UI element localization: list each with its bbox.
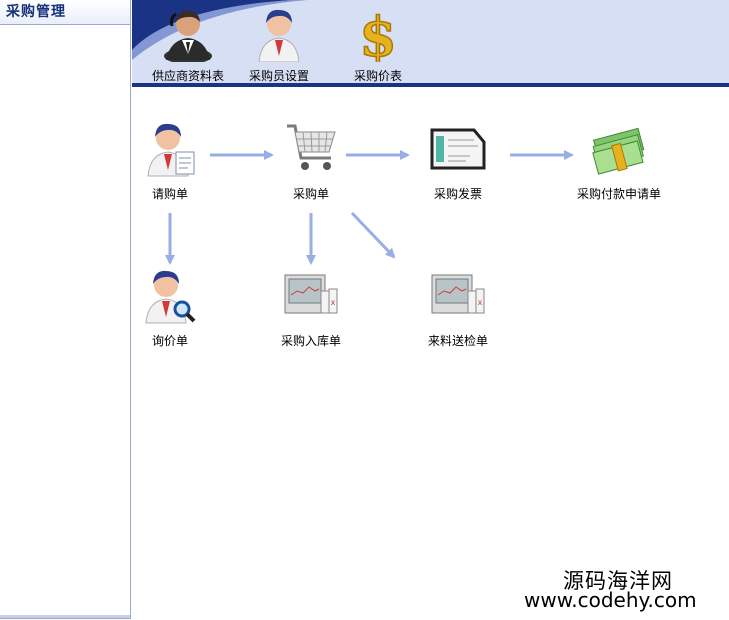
inspection-icon: x <box>431 274 485 314</box>
payment-request-node[interactable]: 采购付款申请单 <box>564 118 674 206</box>
svg-text:$: $ <box>359 6 397 62</box>
watermark-site-name: 源码海洋网 <box>563 569 673 593</box>
purchase-order-node[interactable]: 采购单 <box>256 118 366 206</box>
supplier-info-button[interactable]: 供应商资料表 <box>142 6 234 83</box>
purchase-request-label: 请购单 <box>151 187 188 201</box>
purchase-price-label: 采购价表 <box>353 69 402 83</box>
svg-text:x: x <box>478 298 483 307</box>
dollar-icon: $ <box>358 6 397 62</box>
top-banner: 供应商资料表 采购员设置 $ 采购价表 <box>132 0 729 83</box>
inquiry-label: 询价单 <box>151 334 188 348</box>
watermark-url: www.codehy.com <box>524 588 697 612</box>
buyer-settings-button[interactable]: 采购员设置 <box>233 6 325 83</box>
purchase-request-node[interactable]: 请购单 <box>115 118 225 206</box>
left-panel: 采购管理 <box>0 0 131 619</box>
purchase-order-label: 采购单 <box>292 187 329 201</box>
purchase-invoice-label: 采购发票 <box>433 187 482 201</box>
payment-request-label: 采购付款申请单 <box>576 187 661 201</box>
inspection-node[interactable]: x 来料送检单 <box>403 265 513 353</box>
buyer-settings-label: 采购员设置 <box>248 69 309 83</box>
sidebar-title: 采购管理 <box>0 0 130 25</box>
inspection-label: 来料送检单 <box>427 334 488 348</box>
supplier-icon <box>164 10 212 62</box>
inquiry-node[interactable]: 询价单 <box>115 265 225 353</box>
invoice-icon <box>430 128 486 170</box>
shopping-cart-icon <box>287 124 336 170</box>
purchase-price-button[interactable]: $ 采购价表 <box>332 6 424 83</box>
banner-swoosh <box>132 0 307 60</box>
supplier-info-label: 供应商资料表 <box>151 69 224 83</box>
arrow-order-to-inspection <box>350 211 396 259</box>
banner-stripe <box>132 83 729 87</box>
inquiry-icon <box>145 270 196 324</box>
money-icon <box>592 127 645 175</box>
buyer-icon <box>258 9 300 62</box>
svg-text:x: x <box>331 298 336 307</box>
warehouse-receipt-label: 采购入库单 <box>280 334 341 348</box>
warehouse-receipt-icon: x <box>284 274 338 314</box>
purchase-request-icon <box>147 123 195 177</box>
purchase-invoice-node[interactable]: 采购发票 <box>403 118 513 206</box>
sidebar-footer <box>0 615 130 618</box>
warehouse-receipt-node[interactable]: x 采购入库单 <box>256 265 366 353</box>
